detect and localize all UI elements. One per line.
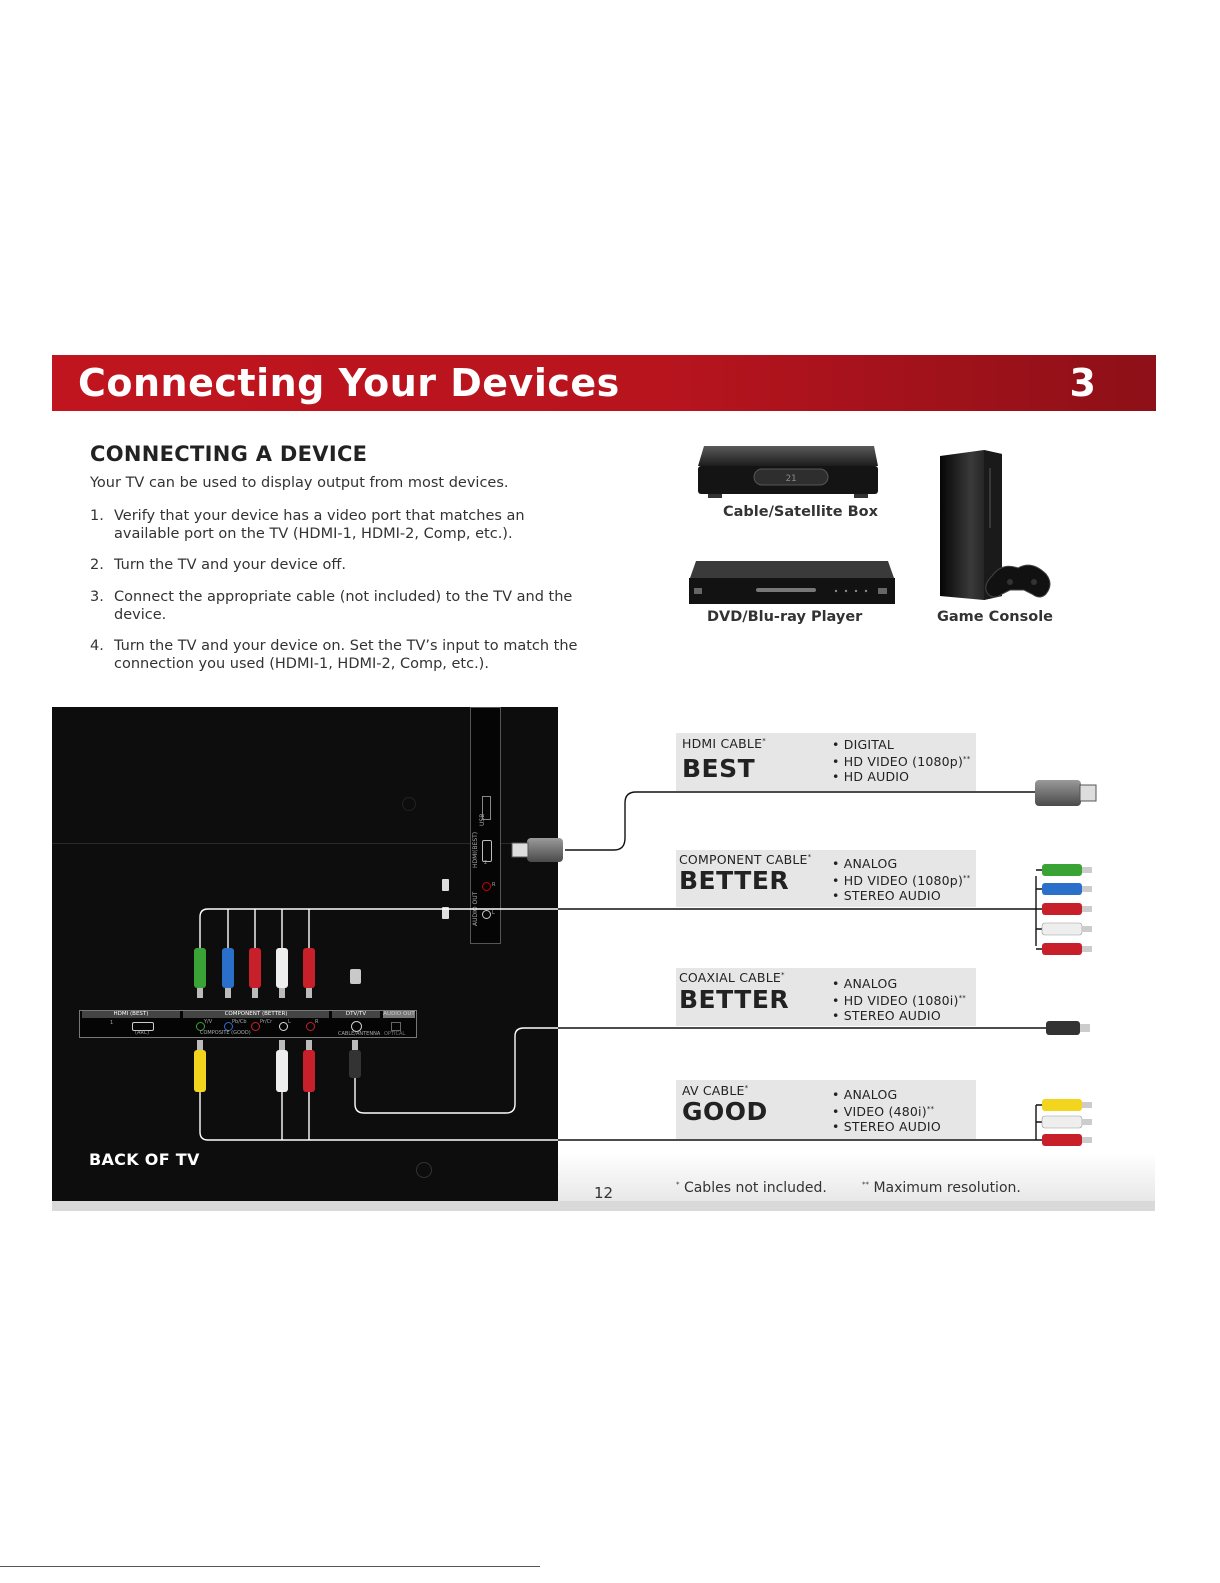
audio-out-bottom-label: AUDIO OUT: [383, 1011, 415, 1018]
arc-label: (ARC): [135, 1030, 150, 1036]
r-label: R: [315, 1019, 319, 1025]
bottom-rule: [0, 1566, 540, 1567]
audio-out-r: R: [492, 882, 496, 888]
av-plugs-tv: [194, 1040, 315, 1092]
audio-out-l: L: [492, 910, 495, 916]
optical-port-icon: [391, 1022, 401, 1031]
component-better-label: COMPONENT (BETTER): [183, 1011, 329, 1018]
av-cable-box: AV CABLE* GOOD • ANALOG • VIDEO (480i)**…: [676, 1080, 976, 1139]
cable-rating: BEST: [682, 754, 756, 783]
bottom-port-panel: HDMI (BEST) COMPONENT (BETTER) DTV/TV AU…: [79, 1010, 417, 1038]
step-text: Connect the appropriate cable (not inclu…: [114, 589, 573, 623]
coax-wire: [354, 1027, 1046, 1114]
component-branch-wires: [227, 909, 310, 955]
composite-good-label: COMPOSITE (GOOD): [200, 1030, 251, 1036]
coax-plug-device: [1046, 1021, 1090, 1035]
cable-rating: GOOD: [682, 1097, 768, 1126]
hdmi-1-port-icon: [132, 1022, 154, 1031]
side-port-panel: USB HDMI(BEST) 2 AUDIO OUT R L: [470, 707, 501, 944]
intro-text: Your TV can be used to display output fr…: [90, 475, 509, 491]
antenna-jack: [351, 1021, 362, 1032]
step-text: Turn the TV and your device off.: [114, 557, 346, 573]
coaxial-cable-box: COAXIAL CABLE* BETTER • ANALOG • HD VIDE…: [676, 968, 976, 1026]
game-console-label: Game Console: [937, 609, 1053, 625]
chapter-number: 3: [1069, 361, 1096, 405]
cable-features: • DIGITAL • HD VIDEO (1080p)** • HD AUDI…: [832, 737, 971, 785]
step-text: Verify that your device has a video port…: [114, 508, 525, 542]
game-console-image: [940, 450, 1051, 600]
audio-out-right-jack: [482, 882, 491, 891]
av-fanout: [1035, 1104, 1042, 1141]
cable-name: AV CABLE*: [682, 1083, 749, 1098]
component-y-jack: [196, 1022, 205, 1031]
footnote-cables: * Cables not included.: [676, 1180, 827, 1196]
cable-rating: BETTER: [679, 866, 790, 895]
hdmi-1-number: 1: [110, 1020, 114, 1026]
hdmi-cable-box: HDMI CABLE* BEST • DIGITAL • HD VIDEO (1…: [676, 733, 976, 791]
prcr-label: Pr/Cr: [260, 1019, 273, 1025]
panel-seam: [52, 843, 558, 844]
component-cable-box: COMPONENT CABLE* BETTER • ANALOG • HD VI…: [676, 850, 976, 907]
step-text: Turn the TV and your device on. Set the …: [114, 638, 578, 672]
component-plugs-tv: [194, 948, 315, 998]
component-pb-jack: [224, 1022, 233, 1031]
chapter-banner: Connecting Your Devices 3: [52, 355, 1156, 411]
av-plugs-device: [1041, 1099, 1092, 1146]
box-display-digits: 21: [786, 474, 797, 484]
audio-out-left-jack: [482, 910, 491, 919]
back-of-tv-label: BACK OF TV: [89, 1150, 200, 1169]
dvd-player-image: [689, 561, 895, 604]
l-label: L: [288, 1019, 291, 1025]
yv-label: Y/V: [204, 1019, 213, 1025]
panel-screw: [416, 1162, 432, 1178]
step-number: 4.: [90, 638, 104, 654]
panel-clip: [350, 969, 361, 984]
pbcb-label: Pb/Cb: [232, 1019, 247, 1025]
audio-r-jack: [306, 1022, 315, 1031]
usb-port-icon: [482, 796, 491, 820]
audio-plug-right: [442, 879, 449, 891]
panel-screw: [402, 797, 416, 811]
side-hdmi-port-icon: [482, 840, 492, 862]
page-number: 12: [594, 1184, 614, 1202]
hdmi-plug-device: [1035, 780, 1097, 806]
footer-divider: [52, 1201, 1155, 1211]
cable-features: • ANALOG • VIDEO (480i)** • STEREO AUDIO: [832, 1087, 941, 1135]
av-audio-branch-wires: [281, 1090, 310, 1140]
audio-l-jack: [279, 1022, 288, 1031]
dtv-label: DTV/TV: [332, 1011, 380, 1018]
component-plugs-device: [1041, 864, 1092, 955]
page-title: Connecting Your Devices: [78, 361, 620, 405]
hdmi-best-label: HDMI (BEST): [82, 1011, 180, 1018]
cable-features: • ANALOG • HD VIDEO (1080i)** • STEREO A…: [832, 976, 966, 1024]
av-wire-in-panel: [199, 1090, 1036, 1141]
cable-name: COMPONENT CABLE*: [679, 852, 812, 867]
cable-features: • ANALOG • HD VIDEO (1080p)** • STEREO A…: [832, 856, 971, 904]
section-heading: CONNECTING A DEVICE: [90, 442, 368, 466]
cable-satellite-box-image: 21: [698, 446, 878, 498]
footnote-resolution: ** Maximum resolution.: [862, 1180, 1021, 1196]
component-wire-in-panel: [199, 908, 1036, 955]
antenna-label: CABLE/ANTENNA: [338, 1031, 381, 1037]
cable-name: HDMI CABLE*: [682, 736, 766, 751]
hdmi-wire: [565, 791, 1035, 851]
step-number: 3.: [90, 589, 104, 605]
component-fanout: [1035, 869, 1042, 950]
cable-satellite-box-label: Cable/Satellite Box: [723, 504, 878, 520]
optical-label: OPTICAL: [384, 1031, 406, 1037]
coax-plug-tv: [349, 1040, 361, 1078]
cable-name: COAXIAL CABLE*: [679, 970, 785, 985]
step-number: 1.: [90, 508, 104, 524]
side-hdmi-number: 2: [484, 860, 488, 866]
audio-plug-left: [442, 907, 449, 919]
dvd-player-label: DVD/Blu-ray Player: [707, 609, 863, 625]
step-number: 2.: [90, 557, 104, 573]
cable-rating: BETTER: [679, 985, 790, 1014]
component-pr-jack: [251, 1022, 260, 1031]
hdmi-plug-tv: [511, 838, 563, 862]
